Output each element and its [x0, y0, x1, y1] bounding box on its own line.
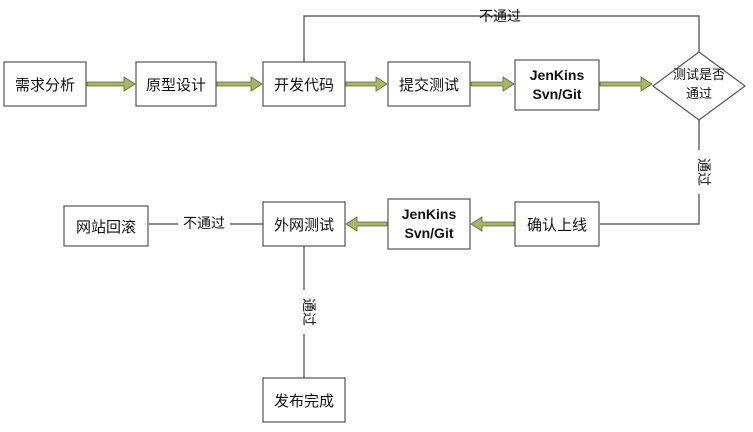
edge-fail-left-label-bg	[178, 213, 230, 233]
node-rollback-box	[63, 205, 149, 247]
node-develop-label: 开发代码	[274, 76, 334, 94]
node-requirements-box	[3, 61, 87, 107]
node-test-pass-label-line2: 通过	[686, 87, 712, 102]
node-test-pass-diamond	[651, 51, 747, 121]
edge-pass-right-line	[600, 120, 700, 225]
edge-pass-right-label: 通过	[695, 158, 711, 186]
node-jenkins2-label-line2: Svn/Git	[404, 225, 453, 241]
node-external-test-box	[262, 201, 346, 247]
node-jenkins2-label-line1: JenKins	[402, 206, 457, 222]
arrow-prototype-to-develop	[216, 76, 263, 92]
node-release-done-box	[262, 377, 346, 423]
node-jenkins1-label-line1: JenKins	[530, 67, 585, 83]
node-submit-test-label: 提交测试	[399, 76, 459, 94]
arrow-requirements-to-prototype	[86, 76, 136, 92]
edge-fail-top-label: 不通过	[479, 9, 521, 25]
node-prototype-box	[135, 61, 217, 107]
node-prototype-label: 原型设计	[146, 76, 206, 94]
edge-pass-bottom-label-bg	[293, 290, 315, 334]
node-rollback-label: 网站回滚	[76, 218, 136, 236]
arrow-develop-to-submit	[345, 76, 388, 92]
node-requirements-label: 需求分析	[15, 76, 75, 94]
node-submit-test-box	[387, 61, 471, 107]
arrow-submit-to-jenkins1	[470, 76, 515, 92]
edge-pass-right-label-bg	[688, 150, 710, 194]
arrow-jenkins2-to-external	[345, 216, 388, 232]
edge-fail-top-line	[303, 15, 700, 62]
arrow-jenkins1-to-diamond	[599, 76, 653, 92]
edge-fail-left-label: 不通过	[183, 216, 225, 232]
node-jenkins2-box	[387, 198, 471, 250]
node-confirm-online-box	[514, 201, 600, 247]
node-jenkins1-box	[514, 59, 600, 111]
node-release-done-label: 发布完成	[274, 392, 334, 410]
arrow-confirm-to-jenkins2	[470, 216, 515, 232]
node-confirm-online-label: 确认上线	[527, 216, 587, 234]
edge-pass-bottom-label: 通过	[300, 298, 316, 326]
node-test-pass-label-line1: 测试是否	[673, 68, 725, 83]
node-jenkins1-label-line2: Svn/Git	[532, 86, 581, 102]
node-external-test-label: 外网测试	[274, 216, 334, 234]
